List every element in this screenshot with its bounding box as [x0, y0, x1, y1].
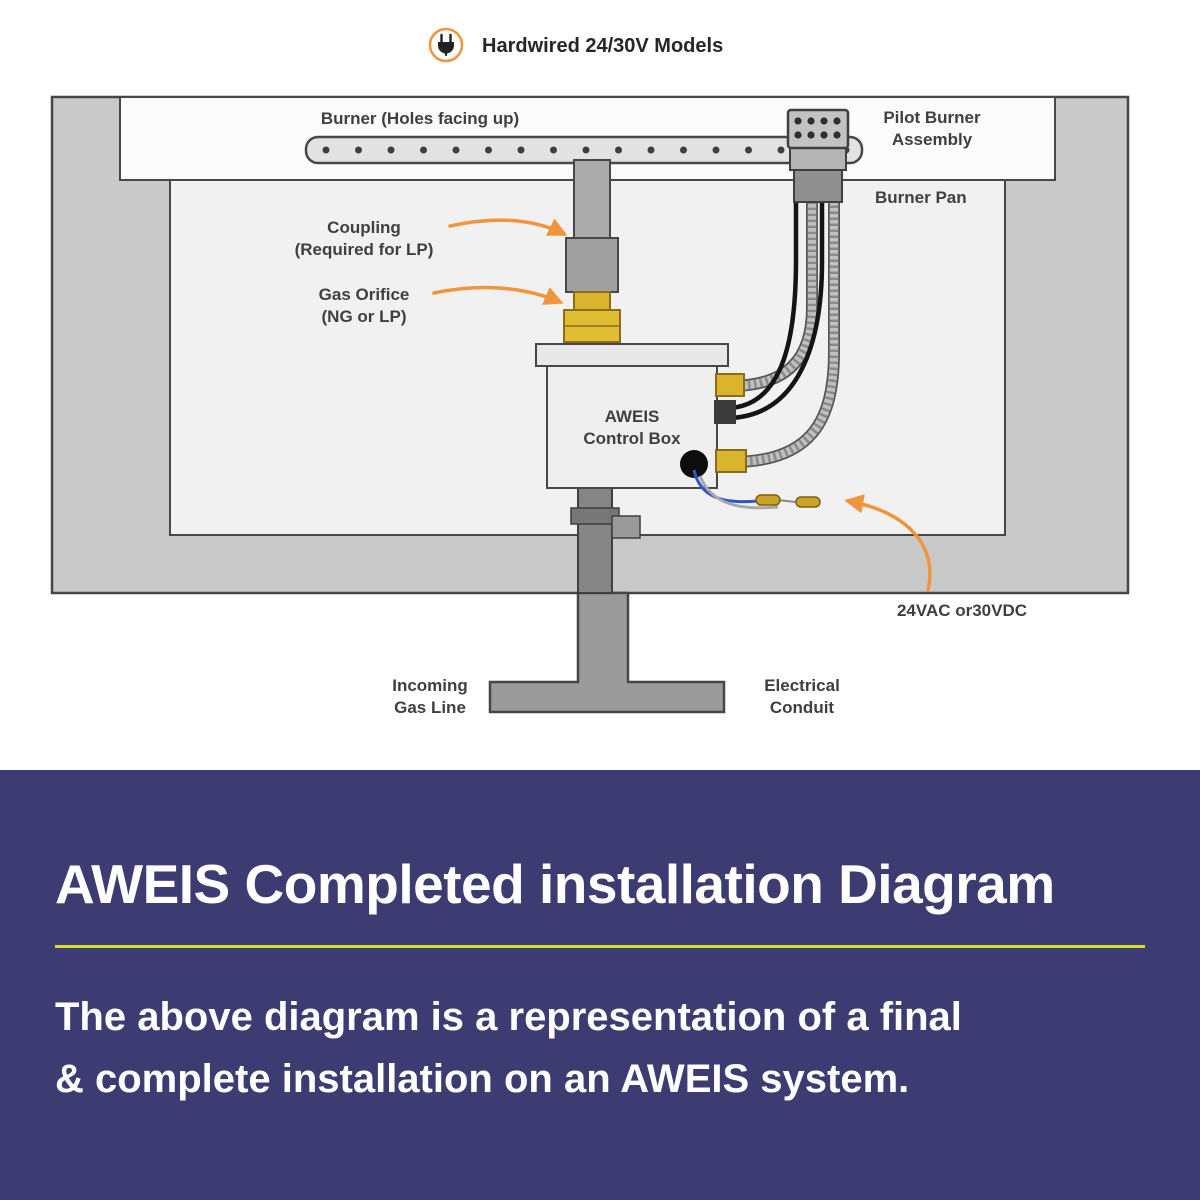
label-coupling-line2: (Required for LP)	[295, 240, 434, 259]
label-gas-orifice-line1: Gas Orifice	[319, 285, 410, 304]
footer-description-line1: The above diagram is a representation of…	[55, 994, 962, 1039]
footer-title: AWEIS Completed installation Diagram	[55, 853, 1055, 915]
label-gas-orifice-line2: (NG or LP)	[322, 307, 407, 326]
cable-connector	[714, 400, 736, 424]
black-cable	[725, 198, 799, 411]
callout-arrows	[432, 218, 932, 592]
coupling-sleeve	[565, 237, 619, 293]
footer-description: The above diagram is a representation of…	[55, 986, 1145, 1110]
divider-line	[55, 944, 1145, 948]
label-incoming-gas-line2: Gas Line	[394, 698, 466, 717]
bullet-connector	[795, 496, 821, 508]
riser-pipe	[565, 159, 619, 293]
label-pilot-burner-line2: Assembly	[892, 130, 973, 149]
diagram-area: Hardwired 24/30V Models	[50, 27, 1130, 717]
diagram-header: Hardwired 24/30V Models	[428, 27, 723, 63]
bottom-piping	[488, 591, 726, 714]
ignition-knob	[680, 450, 708, 478]
pilot-holes	[794, 117, 841, 139]
power-wires	[692, 469, 821, 510]
footer-description-line2: & complete installation on an AWEIS syst…	[55, 1056, 910, 1101]
control-box-label-line1: AWEIS	[605, 407, 660, 426]
brass-fitting	[715, 449, 747, 473]
flex-conduits	[725, 198, 840, 468]
installation-diagram: Hardwired 24/30V Models	[50, 27, 1130, 717]
label-electrical-conduit-line1: Electrical	[764, 676, 840, 695]
diagram-header-title: Hardwired 24/30V Models	[482, 35, 723, 57]
pilot-burner-assembly	[786, 108, 850, 203]
label-electrical-conduit-line2: Conduit	[770, 698, 835, 717]
label-burner-pan: Burner Pan	[875, 188, 967, 207]
brass-fitting	[715, 373, 745, 397]
footer-panel: AWEIS Completed installation Diagram The…	[0, 770, 1200, 1200]
gas-orifice-fitting	[563, 291, 621, 343]
label-incoming-gas-line1: Incoming	[392, 676, 468, 695]
bullet-connector	[755, 494, 781, 506]
control-box-label-line2: Control Box	[583, 429, 681, 448]
control-box: AWEIS Control Box	[535, 343, 747, 489]
arrow-gas-orifice	[432, 285, 564, 305]
arrow-coupling	[448, 218, 568, 236]
black-cable	[725, 198, 825, 421]
label-pilot-burner-line1: Pilot Burner	[883, 108, 981, 127]
label-voltage: 24VAC or30VDC	[897, 601, 1027, 620]
label-burner: Burner (Holes facing up)	[321, 109, 519, 128]
power-plug-icon	[428, 27, 464, 63]
arrow-voltage	[844, 494, 932, 592]
label-coupling-line1: Coupling	[327, 218, 401, 237]
